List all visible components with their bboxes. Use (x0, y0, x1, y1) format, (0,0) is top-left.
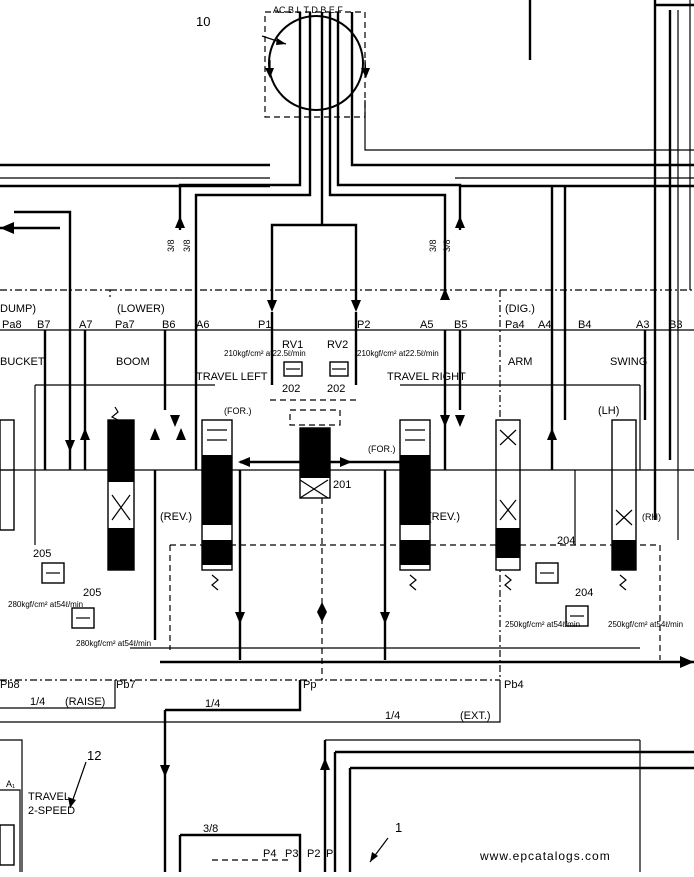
label-202-a: 202 (282, 383, 300, 395)
label-205-a: 205 (33, 548, 51, 560)
arm-spool (495, 419, 521, 591)
port-p1: P1 (258, 319, 271, 331)
callout-12: 12 (87, 748, 101, 763)
label-raise: (RAISE) (65, 696, 105, 708)
pipe-size-d: 3/8 (442, 239, 452, 252)
label-rh: (RH) (642, 512, 661, 522)
watermark-text: www.epcatalogs.com (479, 849, 611, 863)
pipe-size-e: 3/8 (203, 823, 218, 835)
pipe-size-b: 3/8 (182, 239, 192, 252)
port-pa8: Pa8 (2, 319, 22, 331)
relief-valve-rv2 (329, 361, 349, 377)
pipe-size-one-quarter-c: 1/4 (385, 710, 400, 722)
label-travel: TRAVEL (28, 791, 70, 803)
port-relief-205a (41, 562, 65, 584)
swivel-joint (261, 11, 370, 118)
label-arm: ARM (508, 356, 532, 368)
port-relief-205b (71, 607, 95, 629)
label-for-left: (FOR.) (224, 406, 252, 416)
label-rv1: RV1 (282, 339, 303, 351)
setting-250-b: 250kgf/cm² at54ℓ/min (608, 620, 683, 629)
label-rv2: RV2 (327, 339, 348, 351)
label-for-right: (FOR.) (368, 444, 396, 454)
label-travel-right: TRAVEL RIGHT (387, 371, 466, 383)
label-dump: DUMP) (0, 303, 36, 315)
pipe-size-a: 3/8 (166, 239, 176, 252)
port-lines (34, 300, 647, 470)
right-verticals (528, 0, 694, 540)
center-flow (238, 457, 400, 467)
label-rev-right: (REV.) (428, 511, 460, 523)
callout-10: 10 (196, 14, 210, 29)
port-p2-pump: P2 (307, 848, 320, 860)
port-b5: B5 (454, 319, 467, 331)
rv1-setting: 210kgf/cm² at22.5ℓ/min (224, 349, 306, 358)
return-lines (0, 469, 694, 668)
port-relief-204a (535, 562, 559, 584)
left-bus-lines (0, 163, 694, 470)
label-205-b: 205 (83, 587, 101, 599)
travel-right-spool (399, 419, 431, 591)
pipe-size-c: 3/8 (428, 239, 438, 252)
label-dig: (DIG.) (505, 303, 535, 315)
port-relief-204b (565, 605, 589, 627)
port-b3: B3 (669, 319, 682, 331)
port-p1-pump: P (326, 848, 333, 860)
port-b4: B4 (578, 319, 591, 331)
swing-spool (611, 419, 637, 591)
port-pb4: Pb4 (504, 679, 524, 691)
label-204-b: 204 (575, 587, 593, 599)
port-pp: Pp (303, 679, 316, 691)
bucket-spool (0, 419, 15, 531)
pipe-size-one-quarter-a: 1/4 (30, 696, 45, 708)
label-rev-left: (REV.) (160, 511, 192, 523)
setting-250-a: 250kgf/cm² at54ℓ/min (505, 620, 580, 629)
label-2speed: 2-SPEED (28, 805, 75, 817)
label-swing: SWING (610, 356, 647, 368)
port-a6: A6 (196, 319, 209, 331)
valve-top-ports: AC B L T D B E F (273, 5, 343, 15)
travel-2speed-block (0, 761, 87, 872)
port-p4: P4 (263, 848, 276, 860)
pilot-lines (0, 680, 694, 872)
callout-1: 1 (395, 820, 402, 835)
port-a5: A5 (420, 319, 433, 331)
label-201: 201 (333, 479, 351, 491)
pipe-size-one-quarter-b: 1/4 (205, 698, 220, 710)
label-a1: A₁ (6, 779, 15, 789)
port-pa7: Pa7 (115, 319, 135, 331)
travel-left-spool (201, 419, 233, 591)
label-ext: (EXT.) (460, 710, 491, 722)
label-bucket: BUCKET (0, 356, 45, 368)
port-pb7: Pb7 (116, 679, 136, 691)
port-pa4: Pa4 (505, 319, 525, 331)
label-lower: (LOWER) (117, 303, 165, 315)
port-pb8: Pb8 (0, 679, 20, 691)
setting-280-b: 280kgf/cm² at54ℓ/min (76, 639, 151, 648)
port-b6: B6 (162, 319, 175, 331)
rv2-setting: 210kgf/cm² at22.5ℓ/min (357, 349, 439, 358)
label-202-b: 202 (327, 383, 345, 395)
label-travel-left: TRAVEL LEFT (196, 371, 268, 383)
port-b7: B7 (37, 319, 50, 331)
boom-spool (107, 406, 135, 571)
relief-valve-rv1 (283, 361, 303, 377)
port-a3: A3 (636, 319, 649, 331)
setting-280-a: 280kgf/cm² at54ℓ/min (8, 600, 83, 609)
label-204-a: 204 (557, 535, 575, 547)
label-lh: (LH) (598, 405, 619, 417)
port-a4: A4 (538, 319, 551, 331)
port-a7: A7 (79, 319, 92, 331)
port-p2: P2 (357, 319, 370, 331)
label-boom: BOOM (116, 356, 150, 368)
port-p3: P3 (285, 848, 298, 860)
